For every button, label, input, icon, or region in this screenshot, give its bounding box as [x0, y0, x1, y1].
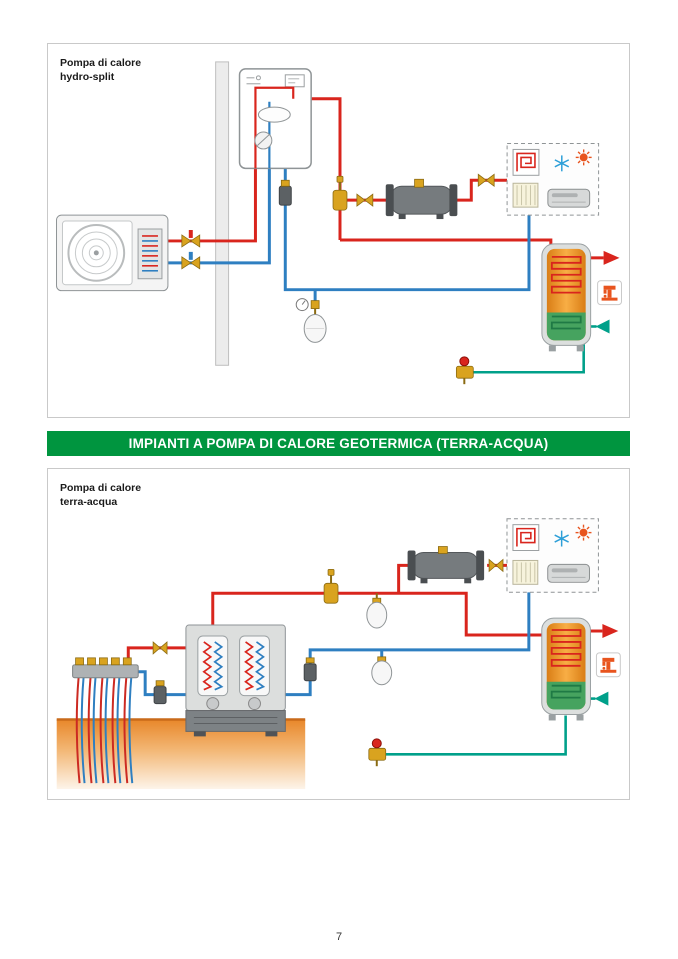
- indoor-unit-icon: [238, 68, 312, 170]
- diagram-label-line2: terra-acqua: [60, 495, 118, 508]
- dhw-tank-icon: [541, 243, 592, 352]
- diagram-label-line1: Pompa di calore: [60, 482, 142, 494]
- dhw-out-arrow: [603, 250, 620, 265]
- wall: [215, 61, 230, 366]
- air-separator-icon: [323, 568, 339, 604]
- fan-coil-icon: [547, 563, 590, 583]
- tap-icon: [597, 280, 622, 306]
- snowflake-icon: [554, 530, 569, 547]
- magnetic-filter-icon: [278, 179, 292, 206]
- diagram-label-line2: hydro-split: [60, 70, 115, 83]
- radiator-icon: [512, 182, 539, 208]
- emitters-box: [506, 518, 599, 593]
- filter-icon: [153, 680, 167, 705]
- diagram-terra-acqua: Pompa di calore terra-acqua: [47, 468, 630, 800]
- snowflake-icon: [554, 155, 570, 172]
- mixing-valve-icon: [368, 738, 387, 767]
- diagram-hydro-split: Pompa di calore hydro-split: [47, 43, 630, 418]
- check-valve-icon: [488, 558, 504, 573]
- shutoff-valve-cold-icon: [181, 251, 201, 270]
- heat-pump-icon: [185, 624, 286, 737]
- expansion-vessel-icon: [303, 308, 327, 343]
- cold-water-in-arrow: [594, 691, 609, 706]
- outdoor-unit-icon: [56, 214, 169, 292]
- dhw-tank-icon: [541, 617, 591, 721]
- mixing-valve-icon: [455, 356, 474, 385]
- dhw-out-arrow: [602, 624, 619, 638]
- emitters-box: [506, 142, 600, 216]
- buffer-tank-icon: [407, 546, 485, 584]
- fan-coil-icon: [547, 188, 591, 208]
- air-separator-icon: [332, 175, 348, 211]
- ground-manifold-icon: [72, 657, 139, 679]
- expansion-vessel-icon: [371, 656, 393, 686]
- floor-coil-icon: [512, 524, 540, 552]
- borehole-pipes: [75, 677, 134, 784]
- sun-icon: [575, 524, 592, 541]
- diagram-label-line1: Pompa di calore: [60, 57, 142, 69]
- sun-icon: [575, 149, 592, 166]
- page-number: 7: [335, 931, 343, 943]
- floor-coil-icon: [512, 148, 540, 176]
- tap-icon: [595, 652, 621, 678]
- valve-icon: [356, 193, 374, 207]
- check-valve-icon: [477, 173, 495, 188]
- cold-water-in-arrow: [595, 319, 610, 334]
- terra-acqua-schematic: [56, 518, 621, 790]
- radiator-icon: [512, 559, 539, 585]
- expansion-vessel-icon: [366, 593, 388, 629]
- hydro-split-schematic: [56, 61, 622, 385]
- diagram-label-terra-acqua: Pompa di calore terra-acqua: [60, 482, 141, 509]
- buffer-tank-icon: [385, 178, 458, 220]
- diagram-label-hydro-split: Pompa di calore hydro-split: [60, 57, 141, 84]
- filter-icon: [303, 657, 317, 682]
- section-banner: IMPIANTI A POMPA DI CALORE GEOTERMICA (T…: [47, 431, 630, 456]
- shutoff-valve-hot-icon: [181, 230, 201, 248]
- valve-icon: [152, 641, 168, 655]
